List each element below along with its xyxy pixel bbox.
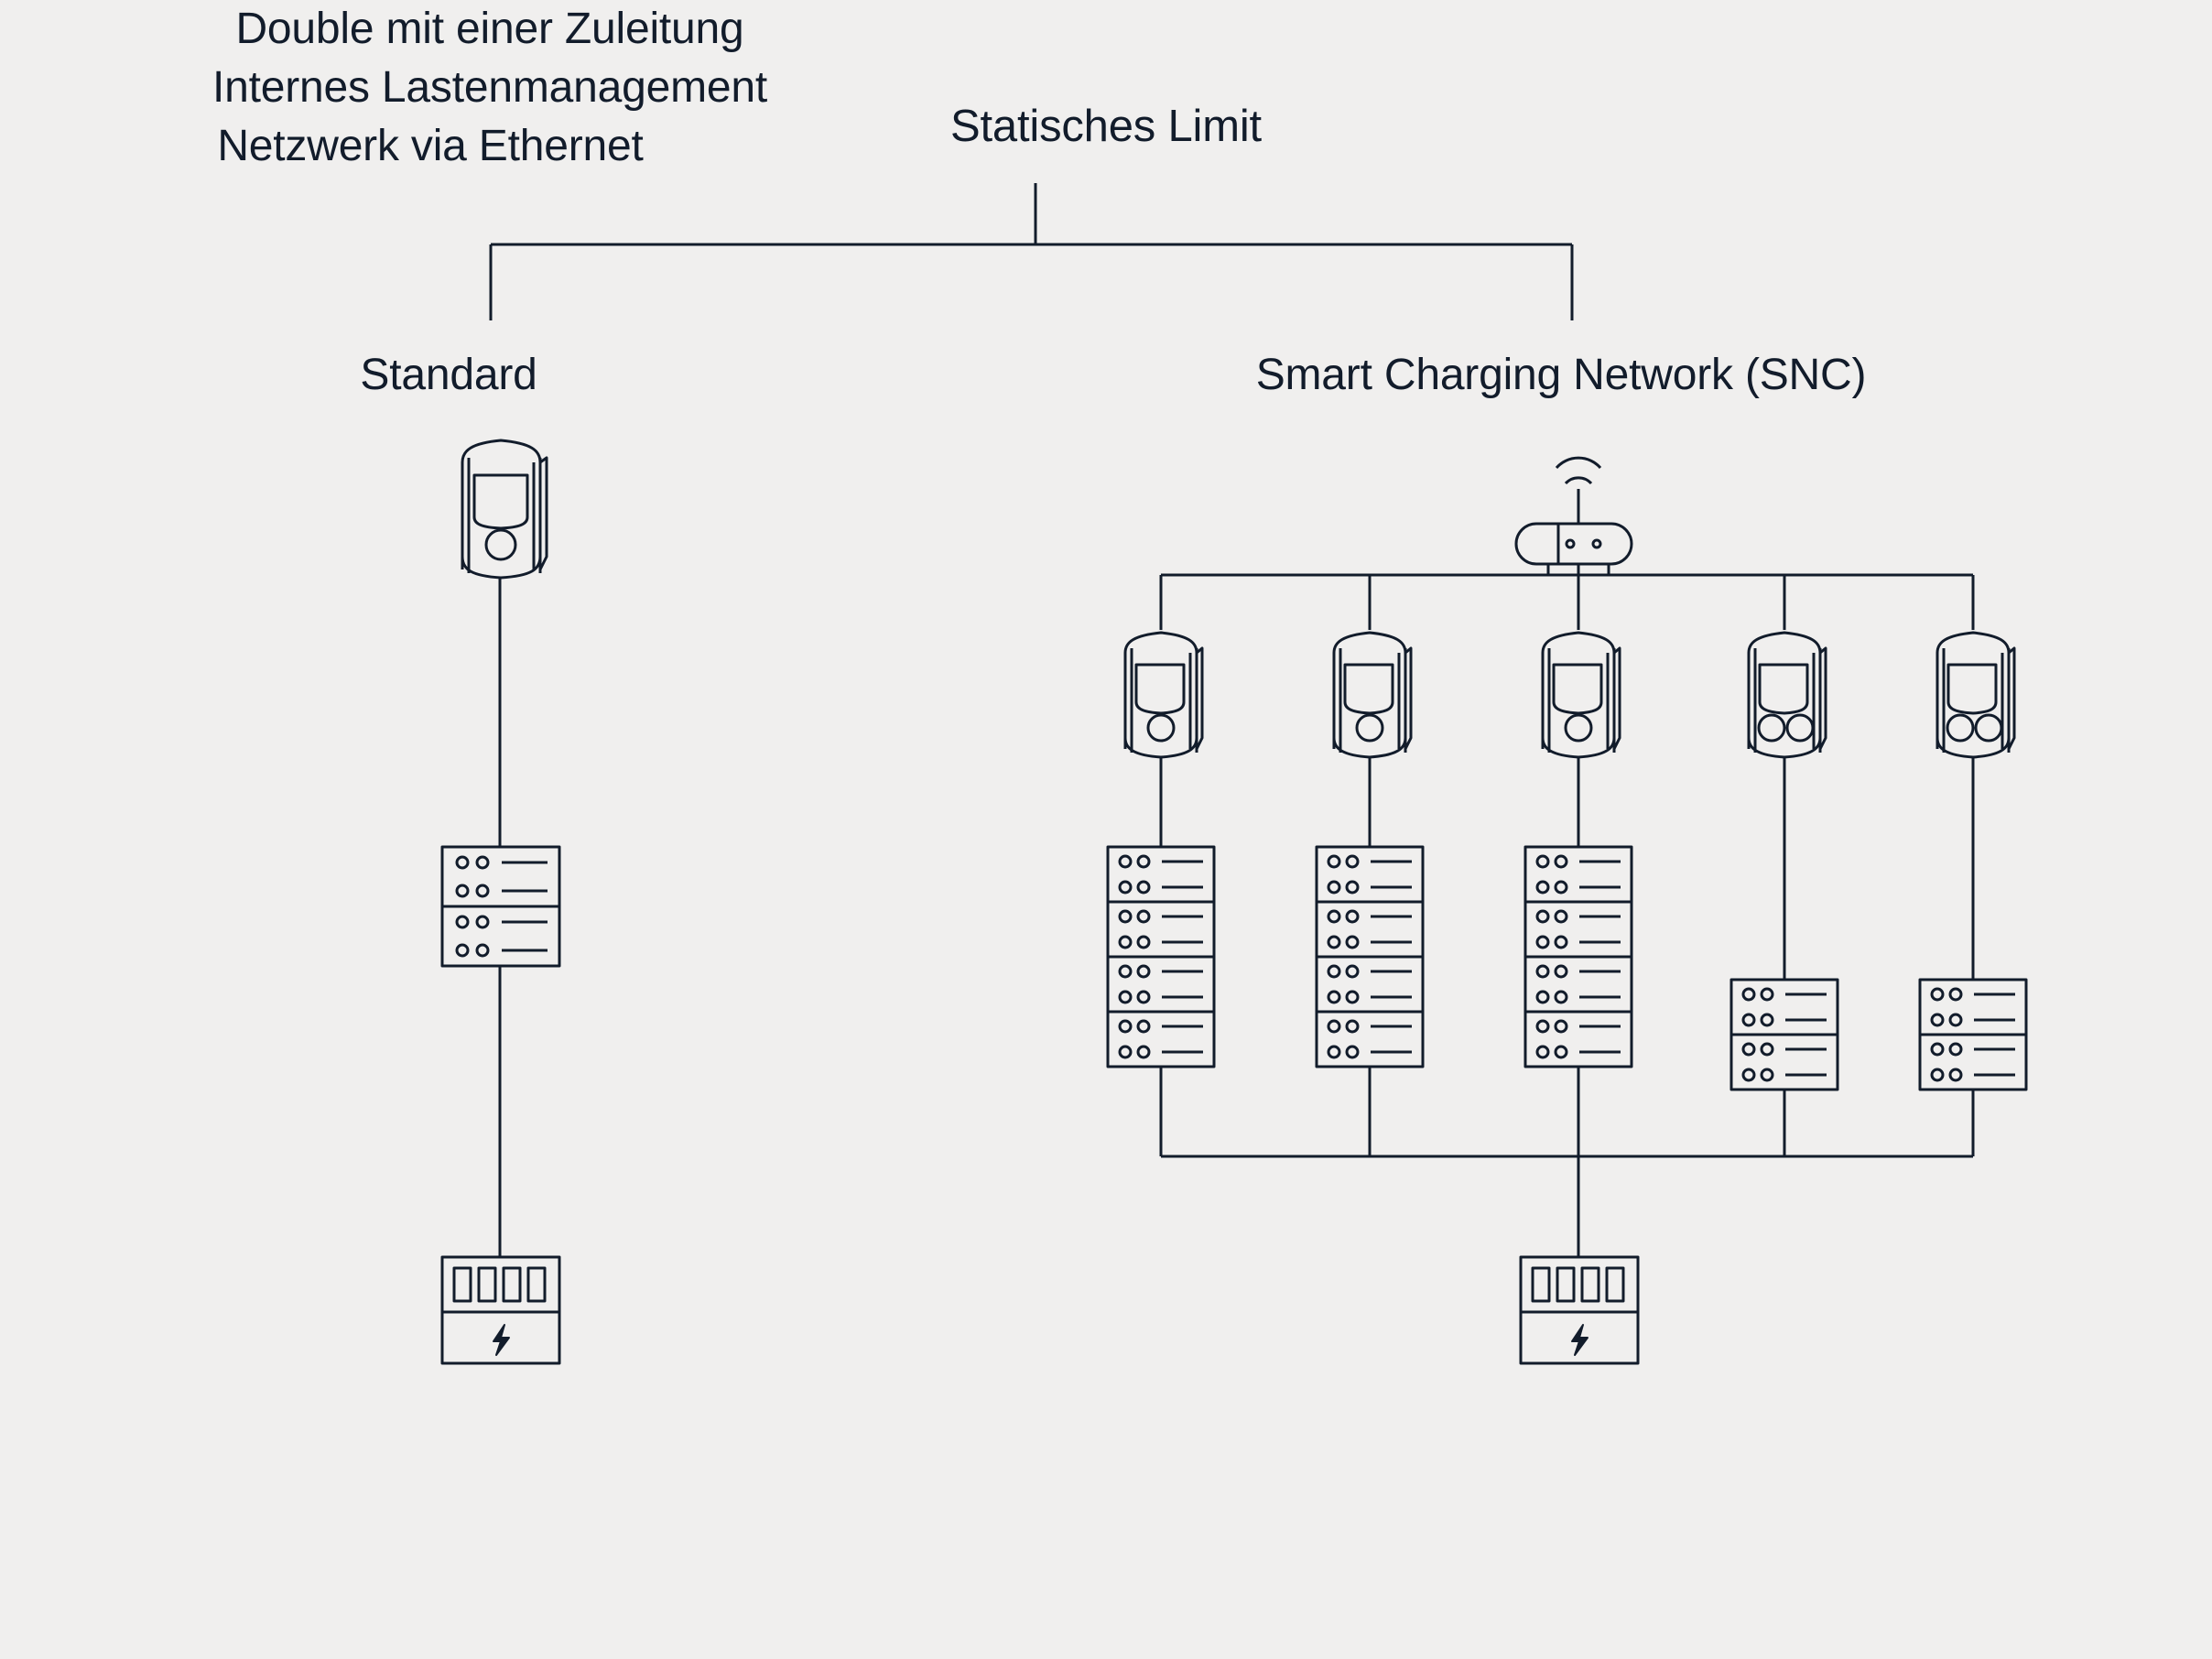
electric-meter-icon[interactable]: [1106, 845, 1216, 1068]
branch-label-snc: Smart Charging Network (SNC): [1255, 351, 1867, 399]
caption-standard-line1: Double mit einer Zuleitung: [235, 5, 744, 53]
snc-top-bus: [1159, 573, 1975, 630]
caption-standard-line2: Internes Lastenmanagement: [211, 63, 768, 112]
snc-column-2: [1315, 631, 1425, 1156]
lightning-bolt-icon: [1571, 1324, 1589, 1356]
branch-label-standard: Standard: [360, 351, 537, 399]
wireless-router-icon[interactable]: [1514, 456, 1633, 575]
lightning-bolt-icon: [493, 1324, 510, 1356]
tree-connector: [489, 183, 1574, 320]
snc-column-3: [1523, 631, 1633, 1156]
caption-standard: Double mit einer Zuleitung Internes Last…: [0, 0, 980, 117]
charging-station-icon[interactable]: [1936, 631, 2016, 759]
snc-column-1: [1106, 631, 1216, 1156]
caption-snc-line1: Netzwerk via Ethernet: [217, 122, 644, 170]
electric-meter-icon[interactable]: [1729, 978, 1839, 1091]
charging-station-icon[interactable]: [1123, 631, 1204, 759]
electric-meter-icon[interactable]: [1315, 845, 1425, 1068]
snc-column-5: [1918, 631, 2028, 1156]
charging-station-icon[interactable]: [1332, 631, 1413, 759]
snc-column-4: [1729, 631, 1839, 1156]
fuse-box-icon[interactable]: [1519, 1255, 1640, 1365]
snc-bottom-bus: [1161, 1155, 1973, 1257]
charging-station-icon[interactable]: [1541, 631, 1621, 759]
caption-snc: Netzwerk via Ethernet: [0, 117, 861, 176]
electric-meter-icon[interactable]: [440, 845, 561, 968]
fuse-box-icon[interactable]: [440, 1255, 561, 1365]
charging-station-icon[interactable]: [461, 439, 548, 580]
charging-station-icon[interactable]: [1747, 631, 1827, 759]
electric-meter-icon[interactable]: [1523, 845, 1633, 1068]
page-title: Statisches Limit: [950, 102, 1262, 151]
electric-meter-icon[interactable]: [1918, 978, 2028, 1091]
